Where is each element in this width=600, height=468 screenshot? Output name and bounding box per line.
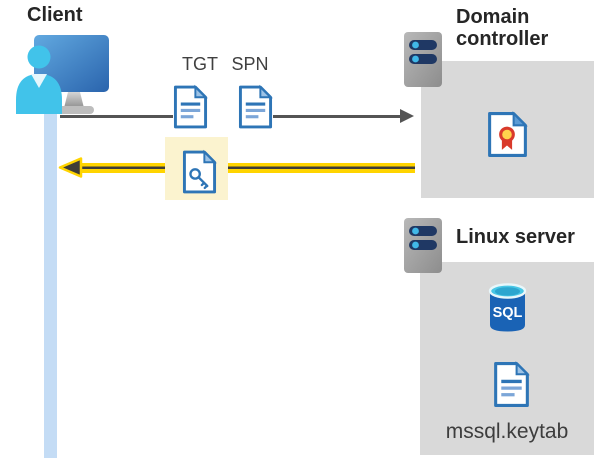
domain-controller-label: Domain controller bbox=[456, 6, 549, 50]
tgt-document-icon bbox=[173, 84, 208, 130]
tgt-label: TGT bbox=[182, 54, 218, 74]
linux-server-label: Linux server bbox=[456, 226, 575, 248]
linux-server-icon bbox=[403, 217, 443, 274]
request-arrow-segment-left bbox=[60, 115, 173, 118]
certificate-icon bbox=[487, 111, 528, 158]
keytab-filename-label: mssql.keytab bbox=[445, 420, 569, 443]
client-label: Client bbox=[27, 4, 83, 26]
sql-database-icon: SQL bbox=[488, 283, 527, 333]
monitor-stand bbox=[64, 92, 84, 108]
ticket-arrow-segment-right bbox=[228, 163, 415, 173]
request-arrow-head bbox=[400, 109, 414, 123]
sql-database-text: SQL bbox=[493, 305, 523, 321]
client-lifeline-bar bbox=[44, 95, 57, 458]
monitor-base bbox=[58, 106, 94, 114]
spn-label: SPN bbox=[231, 54, 269, 74]
spn-document-icon bbox=[238, 84, 273, 130]
key-document-icon bbox=[182, 149, 217, 195]
key-glyph bbox=[189, 168, 209, 190]
keytab-document-icon bbox=[492, 361, 531, 408]
ticket-arrow-segment-left bbox=[80, 163, 165, 173]
person-icon bbox=[16, 45, 62, 114]
client-user-monitor-icon bbox=[6, 30, 118, 120]
request-arrow-segment-right bbox=[273, 115, 400, 118]
domain-controller-server-icon bbox=[403, 31, 443, 88]
ticket-arrow-head bbox=[57, 156, 84, 179]
